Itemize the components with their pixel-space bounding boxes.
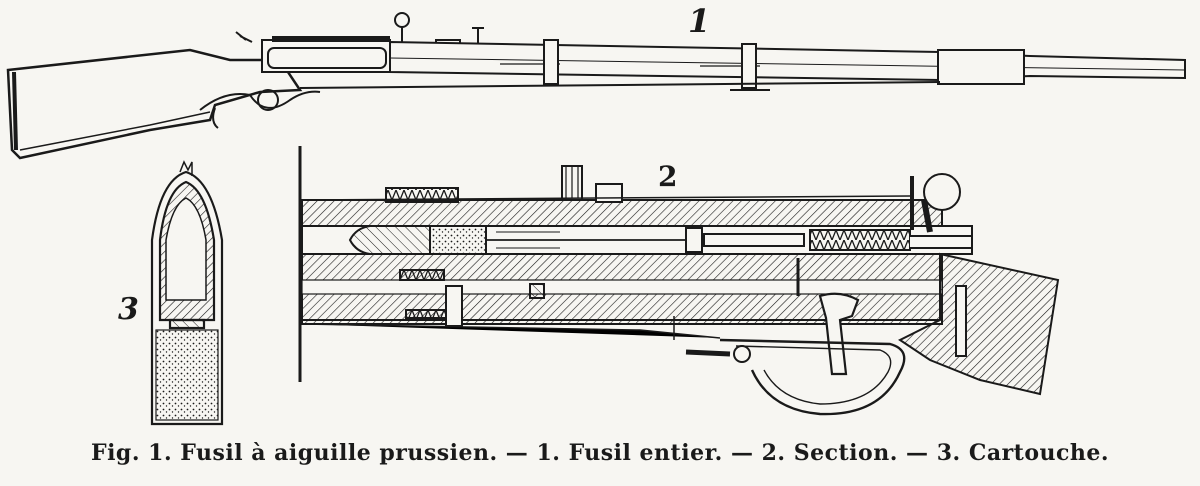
section-upper-body <box>301 199 943 227</box>
barrel-band-3 <box>937 49 1025 85</box>
rifle-receiver <box>261 39 391 73</box>
figure-2-label: 2 <box>658 160 678 193</box>
section-trigger <box>818 292 860 376</box>
rifle-section-drawing <box>298 146 1060 416</box>
barrel-band-1 <box>543 39 559 85</box>
trigger-guard <box>199 90 321 111</box>
cartridge-powder <box>155 329 219 421</box>
figure-1-label: 1 <box>688 2 711 40</box>
cartridge-drawing <box>150 160 224 426</box>
section-trigger-guard <box>719 338 906 416</box>
bolt-knob <box>394 12 410 28</box>
section-cartridge-powder <box>429 225 487 255</box>
figure-3-label: 3 <box>118 292 139 327</box>
barrel-band-2 <box>741 43 757 89</box>
figure-caption: Fig. 1. Fusil à aiguille prussien. — 1. … <box>90 440 1110 466</box>
section-bullet <box>348 225 431 255</box>
section-bolt-knob <box>923 173 961 211</box>
section-stock-wrist <box>898 252 1060 396</box>
rifle-barrel <box>389 40 1186 82</box>
rifle-stock <box>6 48 303 160</box>
rifle-full-drawing <box>6 12 1186 160</box>
main-spring <box>809 229 911 251</box>
cartridge-primer <box>168 318 206 330</box>
